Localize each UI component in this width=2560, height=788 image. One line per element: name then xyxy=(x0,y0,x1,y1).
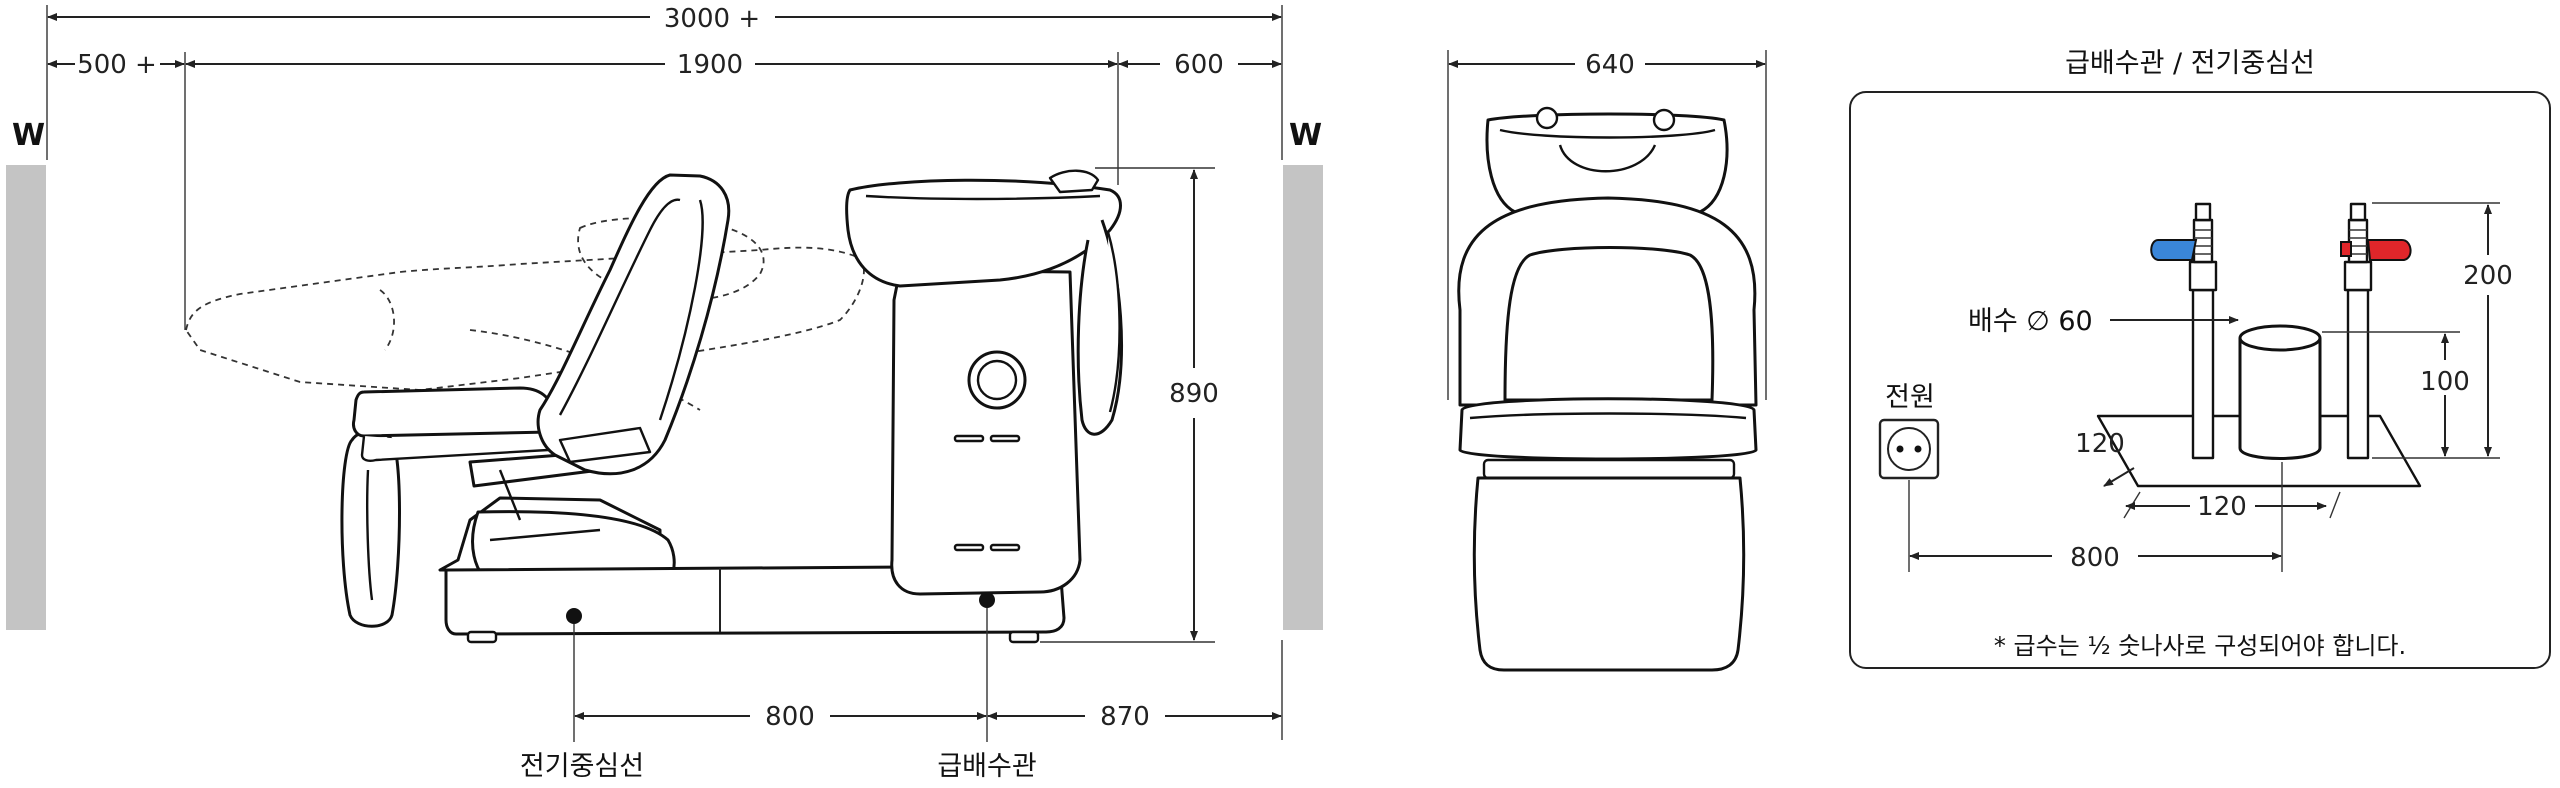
side-view: W W 3000 + 500 + 1900 600 890 xyxy=(6,4,1323,782)
dim-height: 890 xyxy=(1169,379,1219,409)
dim-total-width: 3000 + xyxy=(664,4,760,34)
dim-left-clearance: 500 + xyxy=(77,50,157,80)
chair-side xyxy=(340,173,731,628)
left-wall xyxy=(6,165,46,630)
right-wall-label: W xyxy=(1289,118,1322,153)
water-supply-label: 급배수관 xyxy=(937,751,1036,782)
dim-120-horiz: 120 xyxy=(2197,492,2247,522)
supply-detail: 급배수관 / 전기중심선 xyxy=(1849,48,2551,669)
power-label: 전원 xyxy=(1885,382,1935,413)
dim-chair-length: 1900 xyxy=(677,50,743,80)
drain-pipe xyxy=(2238,324,2322,460)
left-wall-label: W xyxy=(12,118,45,153)
drain-label: 배수 ∅ 60 xyxy=(1968,306,2093,337)
water-center-point xyxy=(979,592,995,608)
detail-title: 급배수관 / 전기중심선 xyxy=(2065,48,2315,79)
dim-120-diag: 120 xyxy=(2075,429,2125,459)
dim-electric-to-water: 800 xyxy=(765,702,815,732)
supply-note: * 급수는 ½ 숫나사로 구성되어야 합니다. xyxy=(1994,632,2406,660)
electric-center-point xyxy=(566,608,582,624)
front-view: 640 xyxy=(1447,50,1767,672)
right-wall xyxy=(1283,165,1323,630)
dim-200: 200 xyxy=(2463,261,2513,291)
reclined-chair-outline xyxy=(185,217,865,411)
dim-100: 100 xyxy=(2420,367,2470,397)
electric-center-label: 전기중심선 xyxy=(520,751,644,782)
cold-valve-handle xyxy=(2150,239,2198,261)
power-outlet-icon xyxy=(1878,418,1940,480)
dim-water-to-wall: 870 xyxy=(1100,702,1150,732)
shampoo-unit xyxy=(845,169,1123,596)
dim-right-clearance: 600 xyxy=(1174,50,1224,80)
hot-valve-handle xyxy=(2366,239,2412,261)
dim-800: 800 xyxy=(2070,543,2120,573)
dim-front-width: 640 xyxy=(1585,50,1635,80)
cold-water-pipe xyxy=(2150,202,2218,460)
